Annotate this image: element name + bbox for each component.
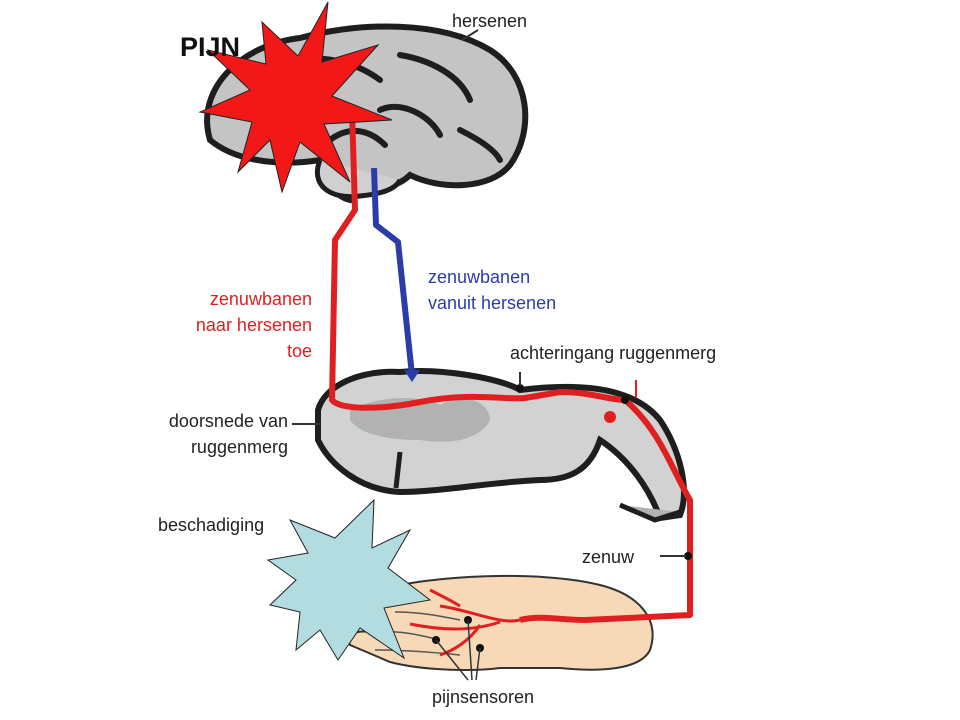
pain-sensors-label: pijnsensoren [432, 687, 535, 707]
tracts-to-brain-line-1: zenuwbanen [209, 289, 312, 309]
dorsal-root-node [516, 384, 524, 392]
dorsal-root-label: achteringang ruggenmerg [510, 343, 717, 363]
cross-section-label: doorsnede van ruggenmerg [110, 408, 288, 460]
efferent-pathway [371, 167, 420, 382]
brain-leader-line [461, 29, 479, 41]
tracts-to-brain-line-3: toe [286, 341, 312, 361]
tracts-to-brain-line-2: naar hersenen [195, 315, 312, 335]
tracts-from-brain-line-1: zenuwbanen [428, 267, 531, 287]
damage-label: beschadiging [158, 515, 265, 535]
brain-label: hersenen [452, 11, 528, 31]
sensor-leader-3 [435, 639, 469, 681]
nerve-label: zenuw [582, 547, 635, 567]
tracts-from-brain-line-2: vanuit hersenen [428, 293, 557, 313]
cross-section-line-1: doorsnede van [168, 411, 288, 431]
spinal-cord-section-icon [315, 368, 687, 523]
damage-burst-icon [266, 498, 432, 661]
sensor-leader-1 [467, 619, 473, 681]
pain-label: PIJN [180, 32, 241, 62]
tracts-from-brain-label: zenuwbanen vanuit hersenen [428, 264, 556, 316]
pain-burst-icon [198, 1, 393, 194]
cross-section-line-2: ruggenmerg [190, 437, 288, 457]
dorsal-root-node-2 [621, 396, 629, 404]
tracts-to-brain-label: zenuwbanen naar hersenen toe [150, 286, 312, 364]
nerve-node [684, 552, 692, 560]
sensor-leader-2 [475, 647, 481, 681]
